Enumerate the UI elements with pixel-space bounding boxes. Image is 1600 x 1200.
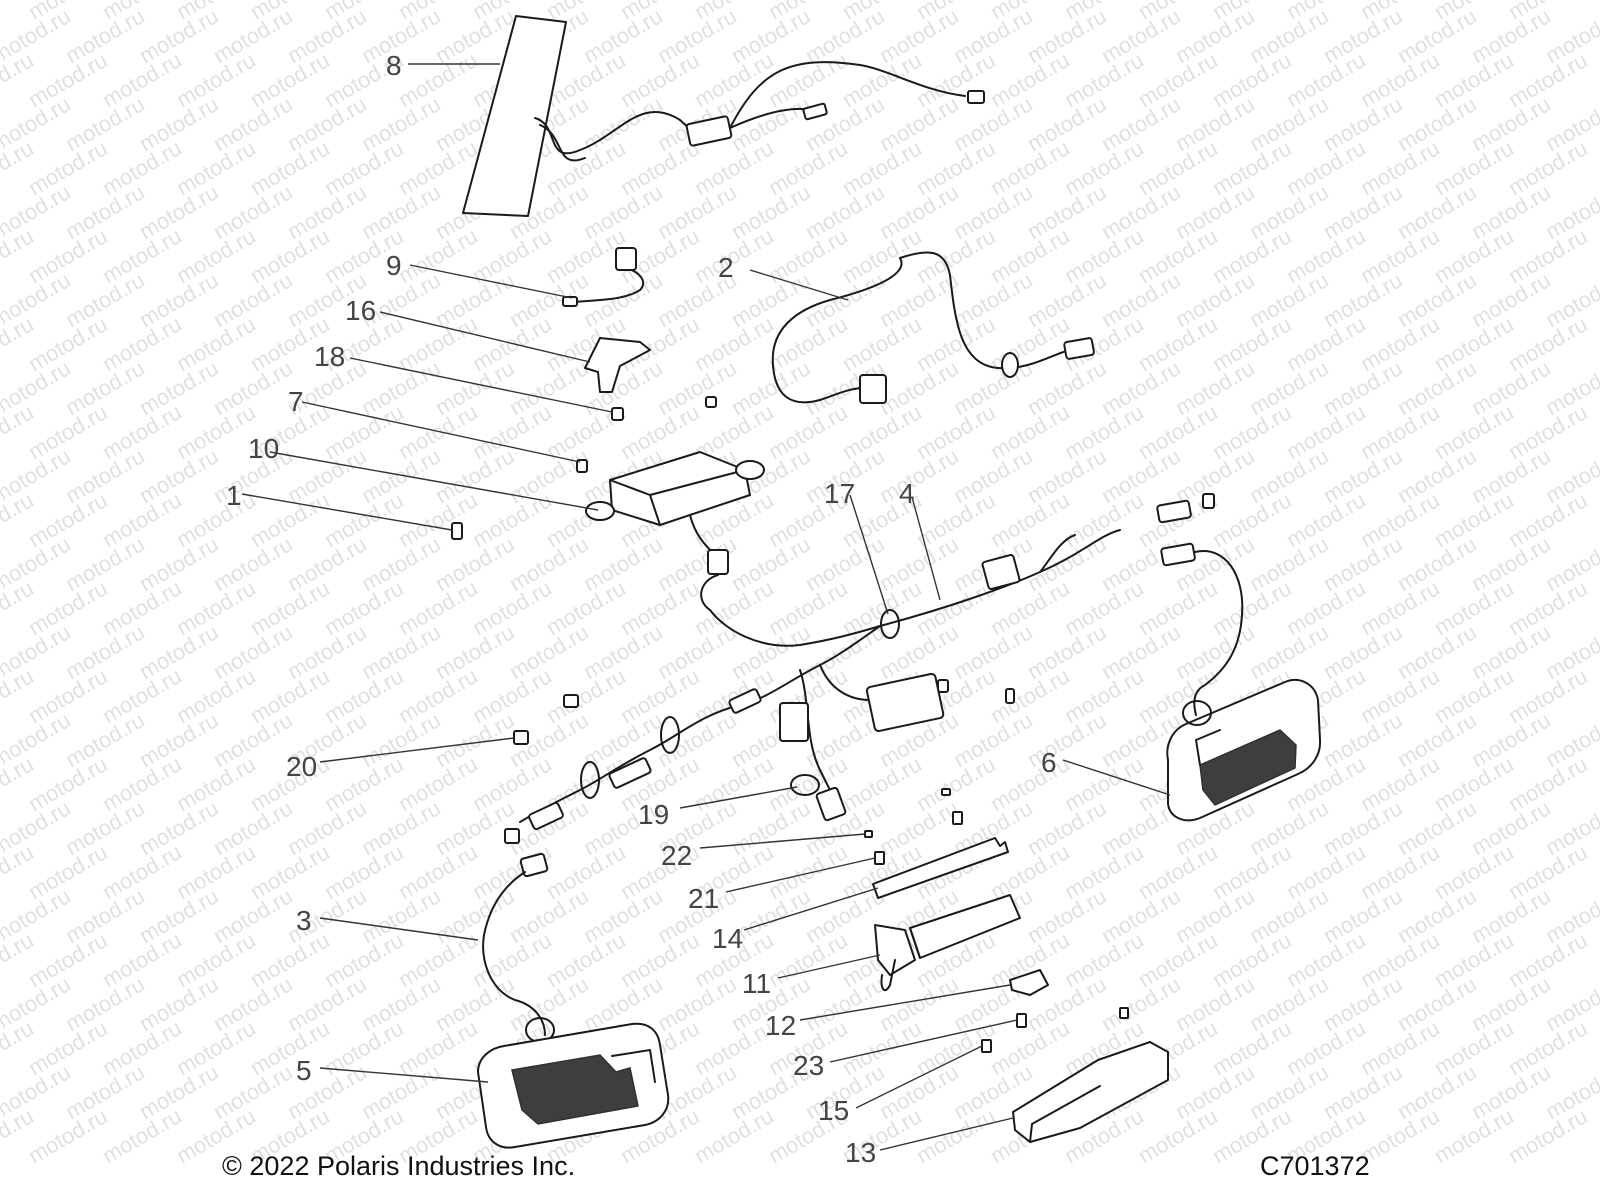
part-12-bracket bbox=[1009, 969, 1049, 996]
callout-3: 3 bbox=[296, 905, 312, 936]
callout-9: 9 bbox=[386, 250, 402, 281]
watermark-layer: motod.rumotod.rumotod.rumotod.rumotod.ru… bbox=[0, 0, 1600, 1168]
callout-2: 2 bbox=[718, 252, 734, 283]
part-4-main-harness bbox=[504, 493, 1215, 844]
part-3-lead-left bbox=[482, 852, 555, 1043]
callout-18: 18 bbox=[314, 341, 345, 372]
callout-6: 6 bbox=[1041, 747, 1057, 778]
copyright-text: © 2022 Polaris Industries Inc. bbox=[222, 1151, 575, 1181]
part-6-speaker-right bbox=[1166, 679, 1322, 822]
leader-lines bbox=[241, 63, 1171, 1151]
part-10-module bbox=[585, 451, 765, 575]
callout-10: 10 bbox=[248, 433, 279, 464]
part-16-bracket bbox=[584, 337, 651, 393]
callout-11: 11 bbox=[742, 968, 771, 999]
callout-16: 16 bbox=[345, 295, 376, 326]
part-9-pigtail bbox=[562, 247, 645, 307]
callout-14: 14 bbox=[712, 923, 743, 954]
callout-4: 4 bbox=[899, 478, 915, 509]
part-11-device bbox=[874, 894, 1021, 992]
callout-21: 21 bbox=[688, 883, 719, 914]
callout-22: 22 bbox=[661, 840, 692, 871]
callout-8: 8 bbox=[386, 50, 402, 81]
callout-19: 19 bbox=[638, 799, 669, 830]
part-13-cover bbox=[1012, 1041, 1169, 1143]
callout-20: 20 bbox=[286, 751, 317, 782]
part-19-clamp bbox=[790, 774, 820, 796]
part-5-speaker-left bbox=[477, 1022, 670, 1149]
callout-17: 17 bbox=[824, 478, 855, 509]
part-8-plate-harness bbox=[462, 15, 985, 217]
part-6-lead-right bbox=[1160, 542, 1244, 726]
callout-1: 1 bbox=[226, 480, 242, 511]
part-14-bracket-bar bbox=[872, 837, 1009, 899]
figure-code: C701372 bbox=[1260, 1151, 1370, 1181]
part-2-harness bbox=[771, 251, 1095, 404]
callout-13: 13 bbox=[845, 1137, 876, 1168]
callout-15: 15 bbox=[818, 1095, 849, 1126]
callout-12: 12 bbox=[765, 1010, 796, 1041]
callout-5: 5 bbox=[296, 1055, 312, 1086]
callout-23: 23 bbox=[793, 1050, 824, 1081]
callout-7: 7 bbox=[288, 386, 304, 417]
callout-labels: 8 9 2 16 18 7 10 1 17 4 6 20 19 22 21 14… bbox=[226, 50, 1057, 1168]
